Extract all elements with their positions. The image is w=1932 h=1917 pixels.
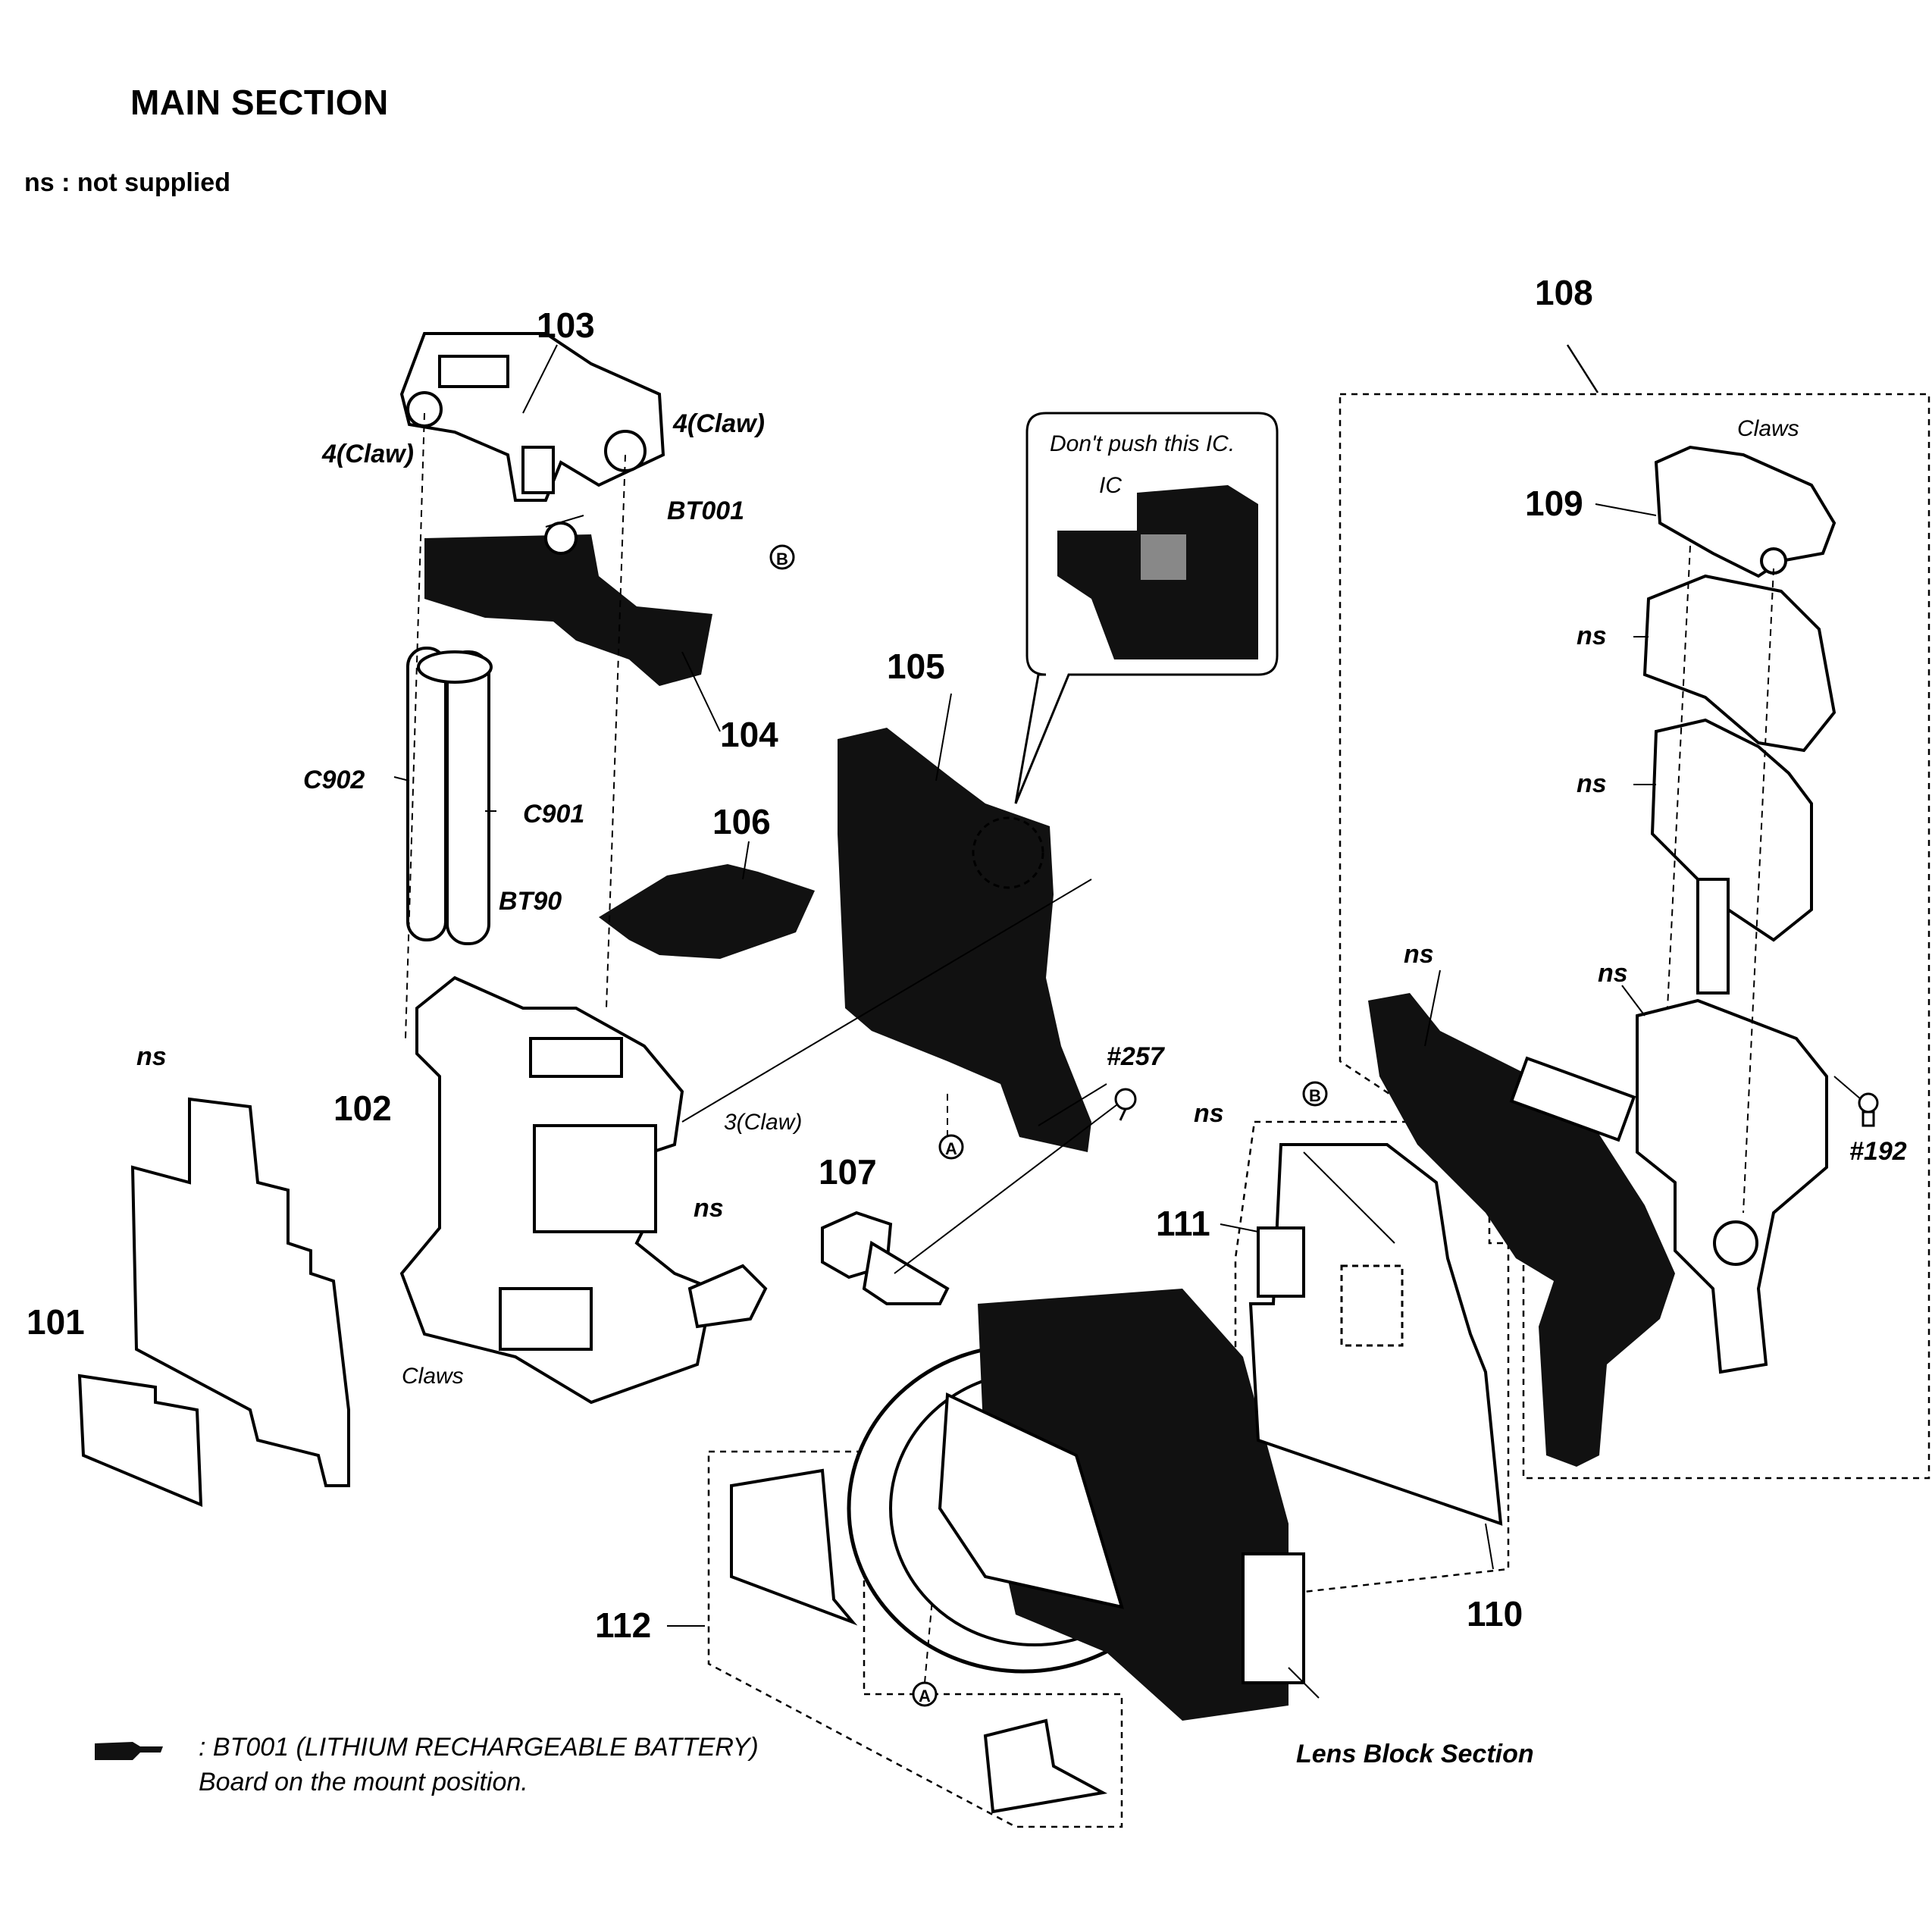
label-claw4-left: 4(Claw) — [321, 440, 414, 468]
label-claws-left: Claws — [402, 1364, 464, 1389]
part-102-frame — [399, 976, 715, 1405]
ic-callout: Don't push this IC. IC — [1014, 412, 1279, 804]
label-102: 102 — [333, 1088, 392, 1128]
label-ns-flash-unit: ns — [1598, 959, 1628, 988]
svg-text:B: B — [1309, 1086, 1321, 1105]
part-112-sheet-upper — [730, 1468, 858, 1626]
label-bt001: BT001 — [667, 496, 744, 525]
screw-257-icon — [1114, 1088, 1137, 1121]
alignment-lines — [405, 412, 1774, 1684]
label-ns-bracket: ns — [136, 1042, 167, 1071]
label-screw257: #257 — [1107, 1042, 1166, 1071]
svg-text:A: A — [945, 1139, 957, 1158]
label-ns-flex: ns — [694, 1194, 724, 1223]
marker-b-right: B — [1302, 1081, 1328, 1107]
label-screw192: #192 — [1849, 1137, 1907, 1166]
label-claws-right: Claws — [1737, 416, 1799, 441]
label-c902: C902 — [303, 766, 365, 794]
ns-flash-flex — [1368, 993, 1675, 1467]
label-112: 112 — [595, 1605, 651, 1645]
part-104-board — [424, 522, 712, 686]
label-108: 108 — [1535, 273, 1593, 312]
part-105-board — [838, 728, 1091, 1152]
label-106: 106 — [712, 802, 771, 841]
label-ns-upper-cover: ns — [1577, 622, 1607, 650]
screw-192-icon — [1858, 1092, 1879, 1127]
label-bt901: BT90 — [499, 887, 562, 916]
part-106-board — [599, 864, 815, 959]
label-lens-block: Lens Block Section — [1296, 1740, 1534, 1768]
part-107 — [821, 1211, 950, 1305]
ns-flex-part — [687, 1264, 768, 1329]
ns-upper-cover — [1642, 574, 1836, 753]
label-c901: C901 — [523, 800, 584, 829]
marker-a-bottom: A — [912, 1681, 938, 1707]
ns-flash-unit — [1636, 998, 1828, 1374]
part-110-window — [1340, 1264, 1404, 1347]
label-105: 105 — [887, 647, 945, 686]
label-111: 111 — [1156, 1204, 1210, 1243]
label-101: 101 — [27, 1302, 85, 1342]
marker-b-top: B — [769, 544, 795, 570]
label-ns-lens: ns — [1194, 1099, 1224, 1128]
capacitor-c901 — [417, 650, 493, 945]
callout-warning: Don't push this IC. — [1050, 431, 1235, 456]
svg-text:A: A — [919, 1687, 931, 1706]
leader-lines — [393, 344, 1862, 1699]
group-108-box — [1339, 393, 1930, 1480]
part-112-sheet-lower — [983, 1718, 1108, 1814]
part-109-cover — [1654, 445, 1836, 578]
label-109: 109 — [1525, 484, 1583, 523]
label-103: 103 — [537, 305, 595, 345]
battery-note-line2: Board on the mount position. — [199, 1768, 528, 1796]
leader-108 — [1566, 344, 1599, 393]
battery-note-line1: : BT001 (LITHIUM RECHARGEABLE BATTERY) — [199, 1733, 759, 1762]
lens-block — [847, 1289, 1305, 1721]
label-ns-flash-frame: ns — [1577, 769, 1607, 798]
label-110: 110 — [1467, 1594, 1523, 1634]
battery-mark-icon — [95, 1742, 163, 1760]
label-107: 107 — [819, 1152, 877, 1192]
part-103-holder — [399, 332, 665, 502]
label-104: 104 — [720, 715, 778, 754]
ns-legend: ns : not supplied — [24, 168, 230, 197]
label-claw3: 3(Claw) — [724, 1110, 802, 1135]
ns-flash-frame — [1650, 718, 1813, 995]
svg-text:B: B — [776, 550, 788, 569]
part-101-bracket — [130, 1097, 350, 1487]
page-title: MAIN SECTION — [130, 83, 389, 122]
label-ns-flash-flex: ns — [1404, 940, 1434, 969]
marker-a-top: A — [938, 1134, 964, 1160]
part-101-sheet — [77, 1374, 203, 1508]
part-111-sheet — [1257, 1226, 1305, 1298]
battery-note: : BT001 (LITHIUM RECHARGEABLE BATTERY) B… — [199, 1730, 759, 1800]
label-claw4-right: 4(Claw) — [672, 409, 765, 438]
ic-label: IC — [1099, 473, 1122, 498]
